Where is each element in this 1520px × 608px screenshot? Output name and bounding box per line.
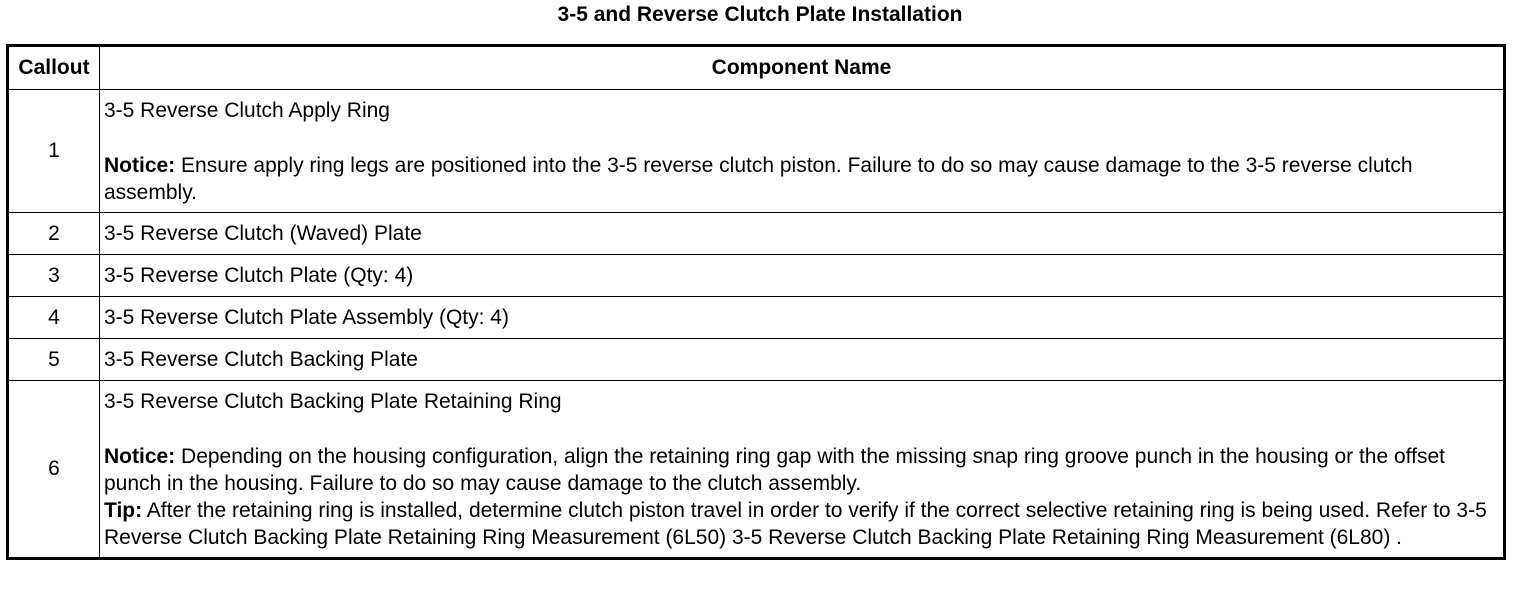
notice-label: Notice:	[104, 445, 176, 468]
component-name: 3-5 Reverse Clutch Backing Plate	[99, 338, 1505, 381]
tip-label: Tip:	[104, 499, 143, 522]
page-title: 3-5 and Reverse Clutch Plate Installatio…	[557, 3, 963, 26]
callout-cell: 5	[7, 338, 100, 381]
spacer	[104, 124, 1499, 152]
callout-cell: 2	[7, 212, 100, 255]
table-row: 4 3-5 Reverse Clutch Plate Assembly (Qty…	[7, 296, 1505, 339]
callout-cell: 1	[7, 89, 100, 213]
table-row: 2 3-5 Reverse Clutch (Waved) Plate	[7, 212, 1505, 255]
callout-column-header: Callout	[7, 45, 100, 90]
table-header-row: Callout Component Name	[7, 45, 1505, 90]
component-cell: 3-5 Reverse Clutch Backing Plate Retaini…	[99, 380, 1505, 559]
component-column-header: Component Name	[99, 45, 1505, 90]
notice-body: Depending on the housing configuration, …	[104, 445, 1445, 495]
callout-cell: 4	[7, 296, 100, 339]
notice-text: Notice: Depending on the housing configu…	[104, 443, 1499, 497]
notice-body: Ensure apply ring legs are positioned in…	[104, 154, 1413, 204]
table-row: 6 3-5 Reverse Clutch Backing Plate Retai…	[7, 380, 1505, 559]
notice-label: Notice:	[104, 154, 176, 177]
callout-cell: 6	[7, 380, 100, 559]
component-name: 3-5 Reverse Clutch Plate Assembly (Qty: …	[99, 296, 1505, 339]
callout-cell: 3	[7, 254, 100, 297]
component-name: 3-5 Reverse Clutch Plate (Qty: 4)	[99, 254, 1505, 297]
component-name: 3-5 Reverse Clutch Backing Plate Retaini…	[104, 390, 562, 413]
table-row: 5 3-5 Reverse Clutch Backing Plate	[7, 338, 1505, 381]
component-name: 3-5 Reverse Clutch Apply Ring	[104, 99, 390, 122]
tip-text: Tip: After the retaining ring is install…	[104, 497, 1499, 551]
component-table: Callout Component Name 1 3-5 Reverse Clu…	[6, 44, 1506, 560]
notice-text: Notice: Ensure apply ring legs are posit…	[104, 152, 1499, 206]
table-row: 3 3-5 Reverse Clutch Plate (Qty: 4)	[7, 254, 1505, 297]
component-cell: 3-5 Reverse Clutch Apply Ring Notice: En…	[99, 89, 1505, 213]
spacer	[104, 415, 1499, 443]
table-row: 1 3-5 Reverse Clutch Apply Ring Notice: …	[7, 89, 1505, 213]
component-name: 3-5 Reverse Clutch (Waved) Plate	[99, 212, 1505, 255]
tip-body: After the retaining ring is installed, d…	[104, 499, 1487, 549]
